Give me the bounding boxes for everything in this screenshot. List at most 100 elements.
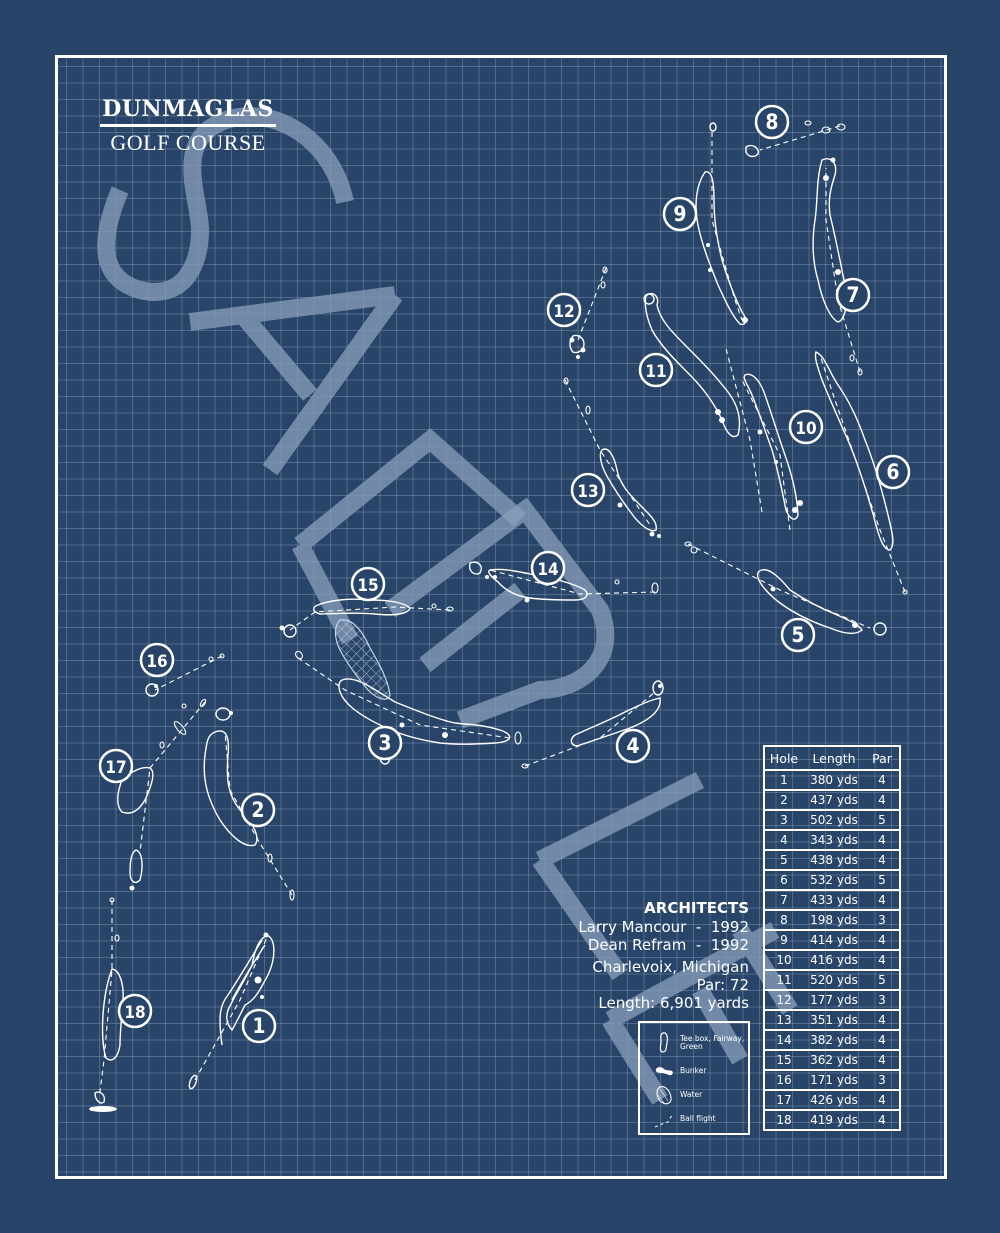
hole-length: 380 yds: [803, 770, 865, 791]
hole-length: 433 yds: [803, 890, 865, 911]
title-divider: [100, 124, 276, 127]
hole-number-label: 10: [795, 419, 816, 439]
hole-par: 4: [865, 790, 900, 811]
hole-par: 4: [865, 1010, 900, 1031]
column-par: Par: [865, 746, 900, 771]
course-title: DUNMAGLAS GOLF COURSE: [100, 96, 276, 155]
hole-length: 362 yds: [803, 1050, 865, 1071]
hole-number-label: 11: [645, 362, 666, 382]
course-length: Length: 6,901 yards: [598, 994, 749, 1012]
hole-number-label: 5: [791, 623, 804, 647]
hole-number: 8: [764, 910, 803, 931]
hole-length: 351 yds: [803, 1010, 865, 1031]
architect-2: Dean Refram - 1992: [587, 936, 749, 954]
architects-heading: ARCHITECTS: [644, 899, 749, 917]
hole-badge: 15: [350, 566, 386, 602]
hole-length: 198 yds: [803, 910, 865, 931]
hole-length: 382 yds: [803, 1030, 865, 1051]
hole-badge: 3: [367, 725, 403, 761]
hole-badge: 17: [98, 748, 134, 784]
water-hatch-icon: [656, 1086, 672, 1105]
hole-badge: 9: [662, 196, 698, 232]
hole-length: 438 yds: [803, 850, 865, 871]
hole-par: 4: [865, 1090, 900, 1111]
hole-length: 426 yds: [803, 1090, 865, 1111]
hole-badge: 11: [638, 352, 674, 388]
hole-par: 4: [865, 770, 900, 791]
hole-length: 437 yds: [803, 790, 865, 811]
hole-number: 18: [776, 1113, 792, 1127]
hole-par: 4: [865, 930, 900, 951]
architect-1: Larry Mancour - 1992: [578, 918, 749, 936]
legend-item-bunker: Bunker: [640, 1059, 748, 1083]
hole-par: 4: [865, 1030, 900, 1051]
hole-length: 177 yds: [803, 990, 865, 1011]
hole-par: 3: [865, 910, 900, 931]
bunkers: [89, 157, 858, 1112]
hole-number: 12: [764, 990, 803, 1011]
hole-par: 4: [865, 950, 900, 971]
course-subtitle: GOLF COURSE: [110, 130, 266, 155]
hole-number-label: 15: [357, 576, 378, 596]
hole-length: 416 yds: [803, 950, 865, 971]
hole-number-label: 14: [537, 560, 558, 580]
hole-badge: 4: [615, 728, 651, 764]
hole-par: 5: [865, 870, 900, 891]
hole-badge: 18: [117, 993, 153, 1029]
hole-number: 13: [764, 1010, 803, 1031]
hole-number: 14: [764, 1030, 803, 1051]
hole-par: 4: [865, 850, 900, 871]
hole-number-label: 17: [105, 758, 126, 778]
legend-item-water: Water: [640, 1083, 748, 1107]
sample-watermark: [97, 107, 798, 1105]
course-info: ARCHITECTS Larry Mancour - 1992 Dean Ref…: [578, 898, 749, 1012]
ball-flight-lines: [99, 125, 906, 1093]
course-name: DUNMAGLAS: [102, 96, 274, 122]
bunker-icon: [655, 1067, 673, 1076]
hole-par: 5: [865, 970, 900, 991]
ball-flight-dash-icon: [654, 1114, 673, 1128]
water-hazard: [334, 619, 391, 700]
hole-par: 5: [865, 810, 900, 831]
hole-number-label: 8: [765, 110, 778, 134]
hole-length: 171 yds: [803, 1070, 865, 1091]
hole-number-label: 2: [251, 798, 264, 822]
hole-badge: 16: [139, 642, 175, 678]
hole-number: 5: [764, 850, 803, 871]
hole-badge: 6: [875, 454, 911, 490]
hole-length: 520 yds: [803, 970, 865, 991]
hole-length: 419 yds: [810, 1113, 858, 1127]
hole-length: 502 yds: [803, 810, 865, 831]
hole-number-label: 18: [124, 1003, 145, 1023]
hole-number-label: 16: [146, 652, 167, 672]
hole-number: 3: [764, 810, 803, 831]
hole-par: 3: [865, 990, 900, 1011]
hole-number-label: 9: [673, 202, 686, 226]
hole-number: 4: [764, 830, 803, 851]
legend-item-fairway: Tee box, Fairway, Green: [640, 1031, 748, 1055]
hole-badge: 7: [835, 277, 871, 313]
hole-number: 16: [764, 1070, 803, 1091]
scorecard-header: Hole Length Par: [764, 746, 900, 771]
hole-badge: 8: [754, 104, 790, 140]
hole-length: 532 yds: [803, 870, 865, 891]
hole-number: 10: [764, 950, 803, 971]
hole-number-label: 13: [577, 482, 598, 502]
column-hole: Hole: [764, 746, 803, 771]
hole-number: 7: [764, 890, 803, 911]
hole-number-label: 7: [846, 283, 859, 307]
hole-number: 6: [764, 870, 803, 891]
fairways: [94, 122, 894, 1104]
hole-number-label: 12: [553, 302, 574, 322]
hole-number: 9: [764, 930, 803, 951]
hole-par: 3: [865, 1070, 900, 1091]
